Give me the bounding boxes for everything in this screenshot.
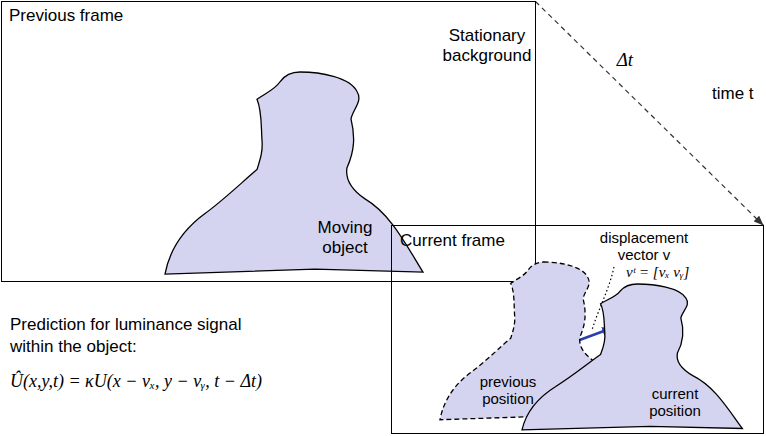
time-connector (536, 2, 764, 226)
axis-label: time t (712, 84, 764, 104)
edge-label: Δt (617, 49, 633, 71)
region-label: previous position (473, 373, 543, 408)
prediction-formula: Û(x,y,t) = κU(x − vₓ, y − vᵧ, t − Δt) (10, 371, 430, 392)
vector-formula: vᵗ = [vₓ vᵧ] (626, 264, 716, 281)
note-text: Prediction for luminance signal within t… (10, 314, 280, 358)
silhouette-path (165, 72, 423, 274)
frame-title: Previous frame (9, 6, 209, 26)
object-silhouette: current position (522, 284, 744, 432)
region-label: current position (639, 385, 711, 420)
region-label: Moving object (305, 218, 385, 257)
silhouette-path (522, 284, 742, 430)
frame-title: Current frame (400, 231, 550, 251)
callout-label: displacement vector v (594, 229, 694, 264)
object-silhouette: Moving object (165, 72, 425, 277)
silhouette-outline (522, 284, 744, 432)
frame-box: Current frame previous position current po… (391, 225, 764, 434)
region-label: Stationary background (441, 26, 533, 65)
silhouette-outline (165, 72, 425, 277)
